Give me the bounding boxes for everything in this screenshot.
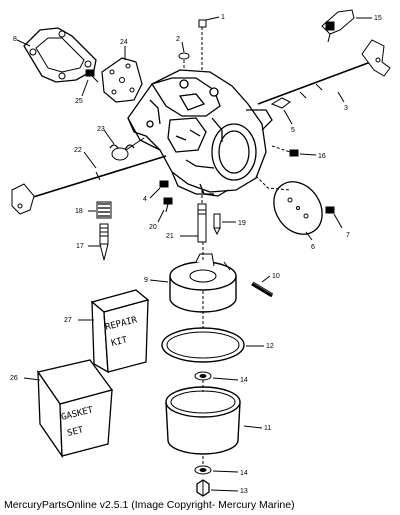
callout-1: 1 (221, 14, 225, 21)
callout-14a: 14 (240, 377, 248, 384)
part-20-screw (163, 197, 173, 213)
leader-6 (305, 231, 313, 241)
callout-15: 15 (374, 15, 382, 22)
leader-3 (337, 91, 345, 103)
callout-7: 7 (346, 232, 350, 239)
part-1-plug (198, 19, 207, 70)
part-23-spring (109, 137, 145, 161)
part-26-gasket-set: GASKET SET (36, 359, 114, 459)
callout-13: 13 (240, 488, 248, 495)
callout-22: 22 (74, 147, 82, 154)
callout-21: 21 (166, 233, 174, 240)
part-2-plug (178, 52, 190, 70)
leader-8 (16, 39, 31, 47)
image-caption: MercuryPartsOnline v2.5.1 (Image Copyrig… (4, 499, 295, 511)
callout-23: 23 (97, 126, 105, 133)
leader-25 (81, 79, 89, 97)
callout-24: 24 (120, 39, 128, 46)
leader-7 (333, 213, 343, 229)
callout-5: 5 (291, 127, 295, 134)
callout-14b: 14 (240, 470, 248, 477)
part-18-spring (96, 201, 112, 219)
leader-26 (23, 377, 41, 381)
leader-16 (299, 153, 317, 156)
part-8-gasket (23, 27, 97, 83)
part-4-screw (159, 180, 169, 188)
leader-9 (149, 279, 169, 283)
leader-22 (83, 151, 97, 169)
callout-2: 2 (176, 36, 180, 43)
callout-8: 8 (13, 36, 17, 43)
callout-4: 4 (143, 196, 147, 203)
leader-14b (212, 470, 239, 473)
leader-2 (181, 41, 185, 53)
callout-3: 3 (344, 105, 348, 112)
leader-5 (283, 109, 293, 125)
callout-6: 6 (311, 244, 315, 251)
callout-11: 11 (264, 425, 271, 432)
leader-13 (210, 489, 239, 492)
callout-20: 20 (149, 224, 157, 231)
part-3-shaft (257, 39, 391, 105)
part-11-float-bowl (165, 380, 241, 455)
part-12-bowl-gasket (161, 327, 245, 363)
part-24-plate (101, 57, 143, 103)
part-17-needle (99, 223, 109, 261)
leader-1 (205, 16, 220, 21)
part-25-screw (85, 69, 99, 83)
callout-17: 17 (76, 243, 84, 250)
leader-4 (149, 187, 161, 199)
part-22-choke-shaft (11, 155, 167, 215)
callout-25: 25 (75, 98, 83, 105)
callout-16: 16 (318, 153, 326, 160)
part-16-screw (271, 145, 299, 157)
leader-11 (243, 425, 263, 429)
part-7-screw (325, 206, 335, 214)
part-13-nut (196, 479, 210, 497)
carburetor-body (127, 69, 273, 197)
part-5-clip (270, 97, 291, 109)
leader-14a (212, 377, 239, 381)
callout-19: 19 (238, 220, 246, 227)
leader-23 (103, 129, 115, 145)
callout-9: 9 (144, 277, 148, 284)
repair-kit-label-line2: KIT (110, 335, 129, 349)
part-15-lever (321, 9, 355, 43)
callout-10: 10 (272, 273, 280, 280)
callout-26: 26 (10, 375, 18, 382)
part-21-pin (197, 190, 207, 243)
callout-18: 18 (75, 208, 83, 215)
callout-27: 27 (64, 317, 72, 324)
part-14-washer-lower (194, 456, 212, 475)
part-14-washer-upper (194, 371, 212, 381)
callout-12: 12 (266, 343, 274, 350)
part-19-pin (213, 213, 221, 236)
leader-20 (157, 209, 165, 223)
part-6-throttle-plate (255, 175, 323, 235)
part-10-pin (251, 281, 274, 298)
part-27-repair-kit: REPAIR KIT (90, 289, 150, 374)
leader-10 (261, 275, 271, 283)
gasket-set-label-line2: SET (66, 425, 85, 439)
